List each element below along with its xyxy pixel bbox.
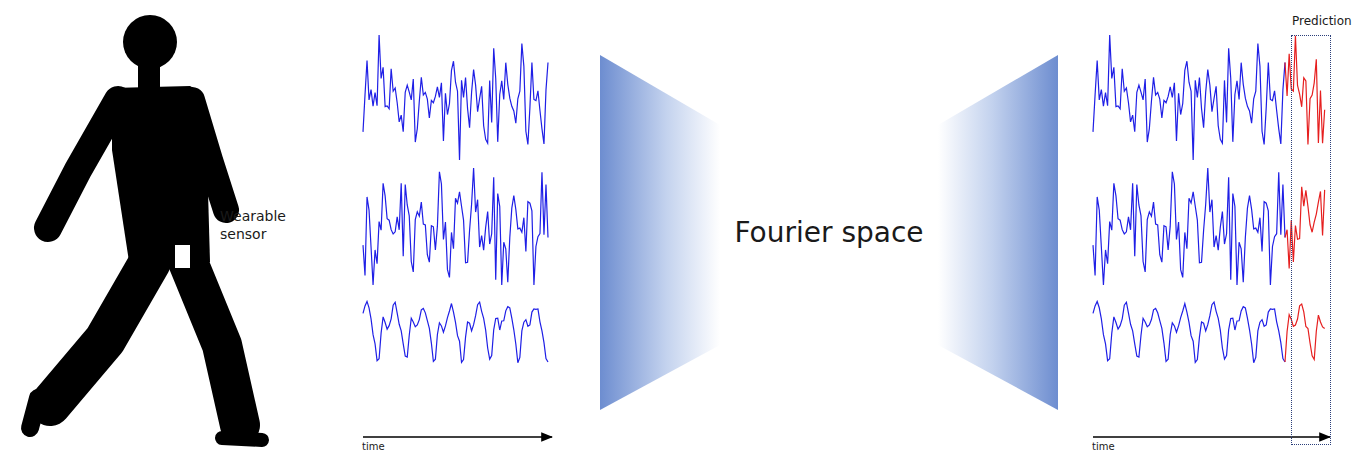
wearable-sensor xyxy=(175,245,190,268)
encoder-trapezoid xyxy=(600,55,720,410)
input-signal xyxy=(363,168,548,285)
axis-label: time xyxy=(362,441,385,454)
decoder-trapezoid xyxy=(938,55,1058,410)
input-signal xyxy=(363,301,548,362)
input-signal xyxy=(1093,301,1285,362)
sensor-label: Wearable sensor xyxy=(220,208,310,243)
time-axis xyxy=(1093,436,1330,438)
input-signal xyxy=(363,35,548,160)
input-signal xyxy=(1093,168,1285,285)
axis-label: time xyxy=(1092,441,1115,454)
window-heading: Prediction xyxy=(1292,14,1352,28)
latent-space-label: Fourier space xyxy=(734,215,923,250)
input-signal xyxy=(1093,35,1285,160)
time-axis xyxy=(363,436,552,438)
prediction-window: Prediction xyxy=(1291,35,1331,445)
